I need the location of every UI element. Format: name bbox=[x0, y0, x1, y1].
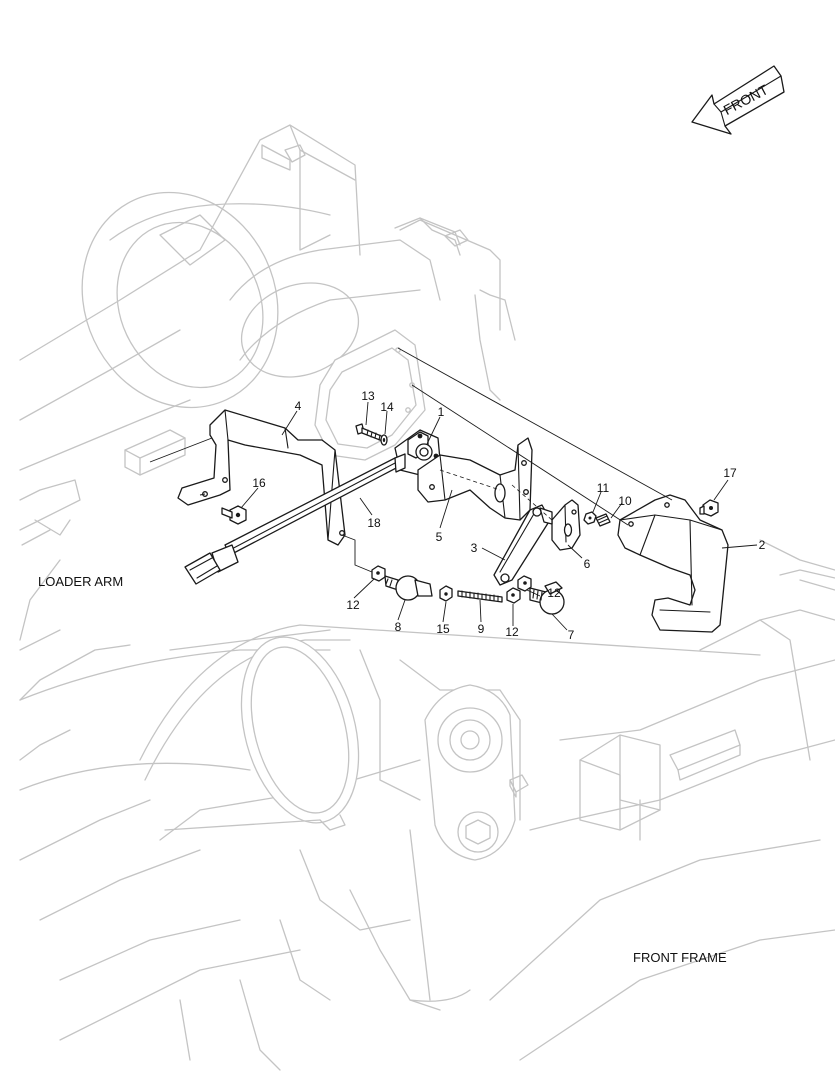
part-14-washer bbox=[380, 434, 388, 446]
part-15-nut bbox=[439, 585, 453, 602]
callout-15: 15 bbox=[436, 622, 450, 636]
pivot-cylinder-housing bbox=[81, 191, 516, 409]
loader-arm-structure bbox=[19, 124, 361, 761]
part-7-ball-joint bbox=[529, 581, 565, 615]
front-arrow: FRONT bbox=[691, 65, 785, 135]
part-3-lever-arm bbox=[493, 504, 553, 586]
part-6-link-bracket bbox=[551, 499, 581, 551]
callout-2: 2 bbox=[759, 538, 766, 552]
callout-6: 6 bbox=[584, 557, 591, 571]
callout-9: 9 bbox=[478, 622, 485, 636]
callout-3: 3 bbox=[471, 541, 478, 555]
lift-cylinder bbox=[19, 629, 360, 831]
part-10-bolt bbox=[595, 513, 611, 527]
front-frame-label: FRONT FRAME bbox=[633, 950, 727, 965]
part-12-nut-right bbox=[517, 575, 532, 592]
callout-8: 8 bbox=[395, 620, 402, 634]
front-frame-structure bbox=[19, 539, 835, 1071]
callout-16: 16 bbox=[252, 476, 266, 490]
callout-4: 4 bbox=[295, 399, 302, 413]
callout-11: 11 bbox=[597, 481, 610, 495]
loader-arm-label: LOADER ARM bbox=[38, 574, 123, 589]
part-4-guard-bracket bbox=[177, 409, 346, 546]
callout-12-center: 12 bbox=[505, 625, 519, 639]
part-12-nut-left bbox=[371, 565, 386, 582]
callout-leaders bbox=[240, 401, 758, 631]
part-9-threaded-rod bbox=[457, 590, 503, 603]
callout-10: 10 bbox=[618, 494, 632, 508]
part-12-nut-center bbox=[506, 587, 521, 604]
part-17-flange-bolt bbox=[699, 499, 719, 517]
assembly-lines bbox=[149, 347, 673, 573]
part-11-nut bbox=[583, 511, 597, 525]
callout-5: 5 bbox=[436, 530, 443, 544]
callout-numbers: 1 2 3 4 5 6 7 8 9 10 11 12 12 12 13 14 1… bbox=[252, 389, 765, 642]
mounting-plate bbox=[314, 329, 426, 461]
callout-1: 1 bbox=[438, 405, 445, 419]
callout-13: 13 bbox=[361, 389, 375, 403]
side-block bbox=[124, 429, 186, 476]
callout-7: 7 bbox=[568, 628, 575, 642]
callout-14: 14 bbox=[380, 400, 394, 414]
callout-18: 18 bbox=[367, 516, 381, 530]
front-frame-bracket bbox=[579, 729, 741, 841]
callout-12-left: 12 bbox=[346, 598, 360, 612]
pivot-pin-boss bbox=[424, 684, 529, 861]
callout-17: 17 bbox=[723, 466, 737, 480]
part-8-ball-joint bbox=[384, 575, 433, 601]
callout-12-right: 12 bbox=[547, 586, 561, 600]
part-5-sensor-bracket bbox=[417, 437, 533, 521]
part-2-mounting-bracket bbox=[617, 494, 729, 633]
part-16-flange-bolt bbox=[221, 505, 247, 525]
